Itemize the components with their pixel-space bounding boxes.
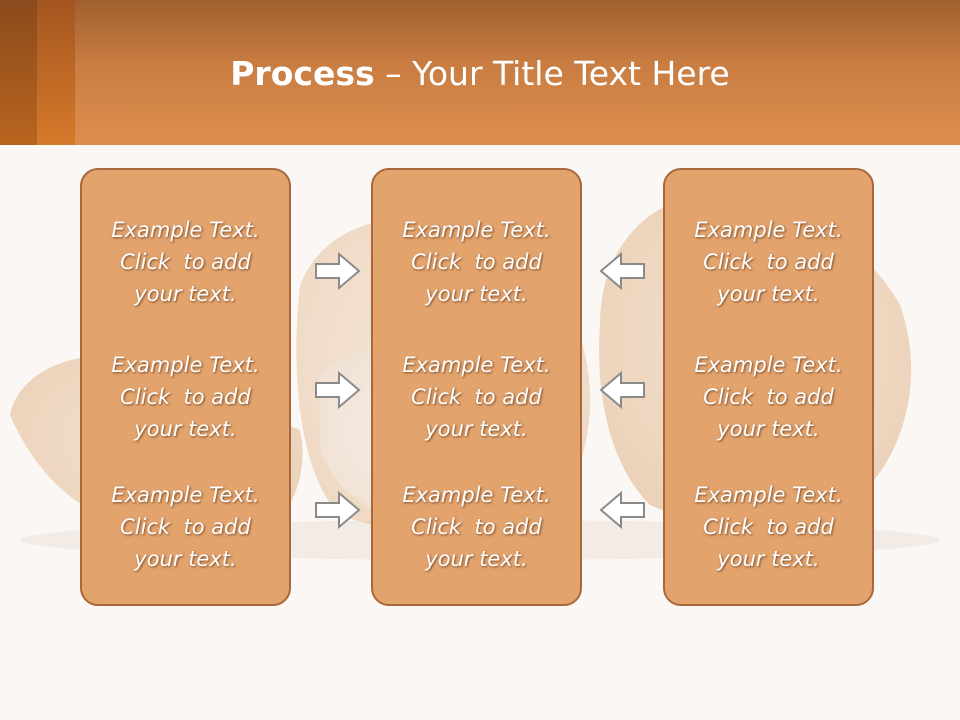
header-accent-stripe — [0, 0, 37, 145]
text-line: Click to add — [411, 250, 542, 274]
title-bold: Process — [230, 54, 375, 93]
text-line: Example Text. — [694, 218, 843, 242]
text-line: your text. — [717, 282, 820, 306]
text-line: your text. — [134, 282, 237, 306]
arrow-right-icon[interactable] — [314, 370, 362, 410]
arrow-left-icon[interactable] — [598, 251, 646, 291]
column-3-text-2[interactable]: Example Text. Click to add your text. — [665, 349, 872, 445]
text-line: your text. — [425, 417, 528, 441]
column-2-text-2[interactable]: Example Text. Click to add your text. — [373, 349, 580, 445]
column-3-text-1[interactable]: Example Text. Click to add your text. — [665, 214, 872, 310]
text-line: your text. — [134, 417, 237, 441]
header-banner: Process – Your Title Text Here — [0, 0, 960, 145]
text-line: your text. — [425, 547, 528, 571]
text-line: your text. — [425, 282, 528, 306]
text-line: Example Text. — [402, 353, 551, 377]
process-column-2[interactable]: Example Text. Click to add your text. Exam… — [371, 168, 582, 606]
arrow-right-icon[interactable] — [314, 251, 362, 291]
column-3-text-3[interactable]: Example Text. Click to add your text. — [665, 479, 872, 575]
text-line: Example Text. — [111, 353, 260, 377]
text-line: Example Text. — [111, 483, 260, 507]
text-line: Click to add — [411, 385, 542, 409]
text-line: Example Text. — [694, 483, 843, 507]
text-line: Click to add — [703, 515, 834, 539]
text-line: your text. — [134, 547, 237, 571]
header-accent-stripe-2 — [37, 0, 75, 145]
column-2-text-1[interactable]: Example Text. Click to add your text. — [373, 214, 580, 310]
column-1-text-1[interactable]: Example Text. Click to add your text. — [82, 214, 289, 310]
text-line: Click to add — [120, 250, 251, 274]
text-line: Click to add — [120, 515, 251, 539]
column-1-text-2[interactable]: Example Text. Click to add your text. — [82, 349, 289, 445]
text-line: Example Text. — [402, 218, 551, 242]
text-line: your text. — [717, 417, 820, 441]
text-line: your text. — [717, 547, 820, 571]
process-column-1[interactable]: Example Text. Click to add your text. Exam… — [80, 168, 291, 606]
arrow-left-icon[interactable] — [598, 490, 646, 530]
column-1-text-3[interactable]: Example Text. Click to add your text. — [82, 479, 289, 575]
arrow-left-icon[interactable] — [598, 370, 646, 410]
title-rest: – Your Title Text Here — [374, 54, 730, 93]
text-line: Example Text. — [111, 218, 260, 242]
column-2-text-3[interactable]: Example Text. Click to add your text. — [373, 479, 580, 575]
text-line: Example Text. — [694, 353, 843, 377]
text-line: Click to add — [703, 250, 834, 274]
text-line: Example Text. — [402, 483, 551, 507]
text-line: Click to add — [120, 385, 251, 409]
process-column-3[interactable]: Example Text. Click to add your text. Exam… — [663, 168, 874, 606]
slide-title[interactable]: Process – Your Title Text Here — [0, 52, 960, 96]
text-line: Click to add — [703, 385, 834, 409]
text-line: Click to add — [411, 515, 542, 539]
arrow-right-icon[interactable] — [314, 490, 362, 530]
